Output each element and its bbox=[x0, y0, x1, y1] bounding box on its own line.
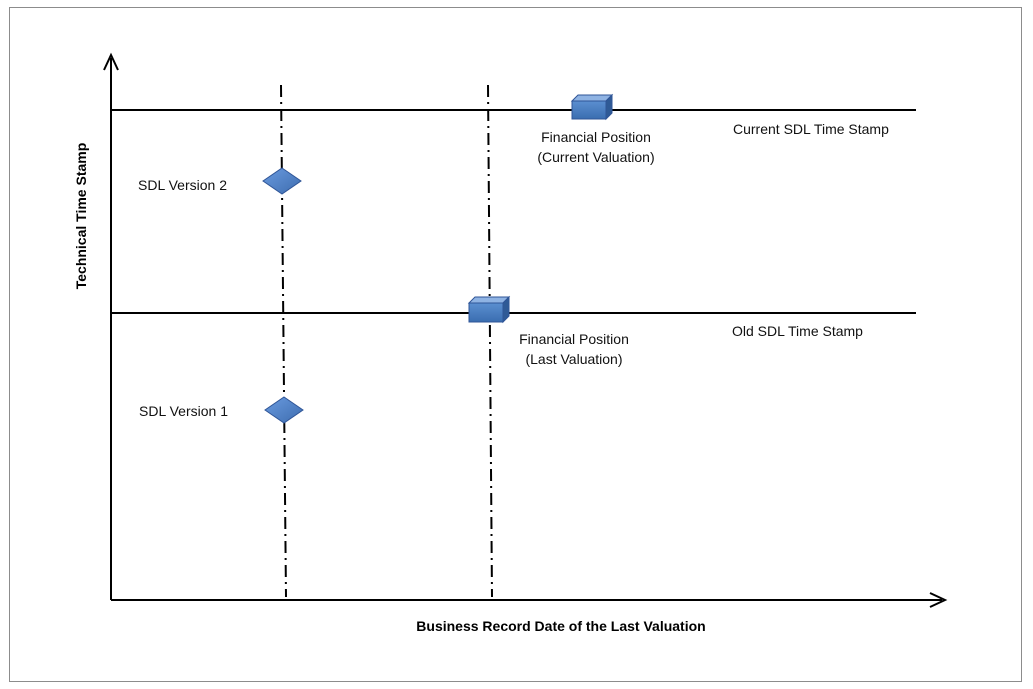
x-axis bbox=[111, 592, 948, 608]
valuation-date-line bbox=[487, 84, 493, 598]
sdl-version-2-label: SDL Version 2 bbox=[138, 177, 227, 193]
sdl-version-1-label: SDL Version 1 bbox=[139, 403, 228, 419]
version-date-line bbox=[280, 84, 287, 598]
last-position-label-line2: (Last Valuation) bbox=[525, 351, 622, 367]
sdl-version-2-diamond-icon bbox=[262, 167, 302, 195]
y-axis bbox=[103, 52, 119, 600]
last-valuation-cube-icon bbox=[467, 295, 511, 324]
last-position-label-line1: Financial Position bbox=[519, 331, 629, 347]
x-axis-title: Business Record Date of the Last Valuati… bbox=[416, 618, 705, 634]
current-position-label-line1: Financial Position bbox=[541, 129, 651, 145]
old-timestamp-label: Old SDL Time Stamp bbox=[732, 323, 863, 339]
current-position-label-line2: (Current Valuation) bbox=[537, 149, 654, 165]
current-timestamp-label: Current SDL Time Stamp bbox=[733, 121, 889, 137]
current-valuation-cube-icon bbox=[570, 93, 614, 121]
sdl-version-1-diamond-icon bbox=[264, 396, 304, 424]
diagram-frame bbox=[9, 7, 1022, 682]
y-axis-title: Technical Time Stamp bbox=[73, 143, 89, 290]
